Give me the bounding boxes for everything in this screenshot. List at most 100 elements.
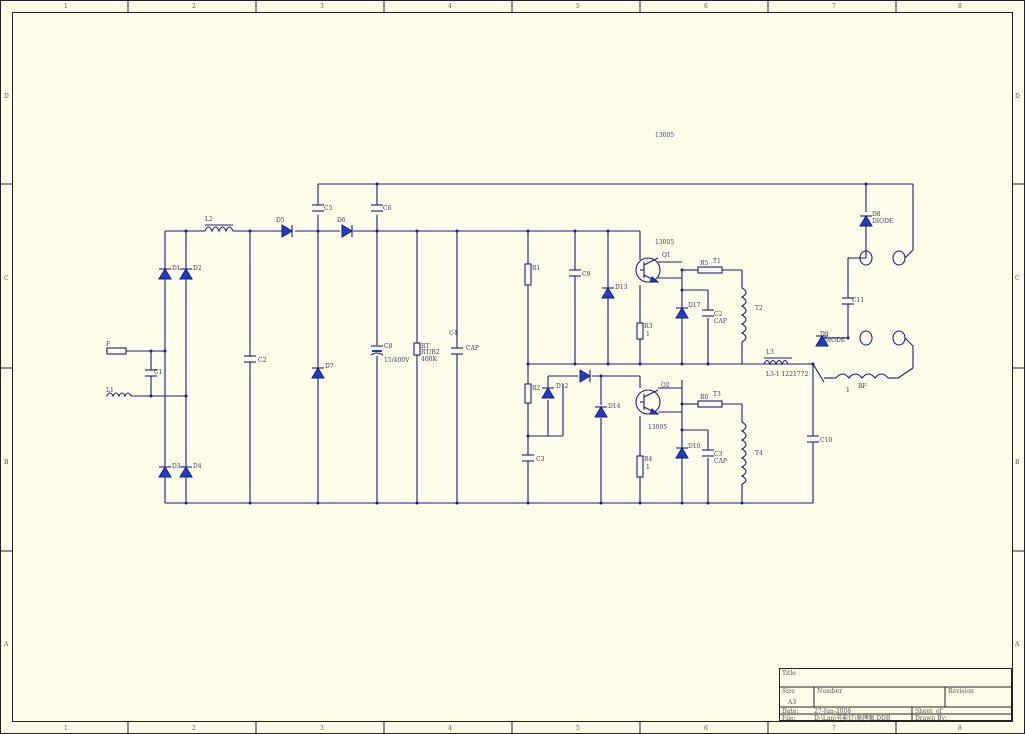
label-d2: D2 bbox=[193, 265, 202, 272]
col-label: 3 bbox=[320, 3, 324, 10]
diode-d2 bbox=[179, 268, 193, 280]
diode-d1 bbox=[158, 268, 172, 280]
label-d9: D9 bbox=[820, 331, 829, 338]
label-r2: R2 bbox=[532, 385, 541, 392]
resistor-r3 bbox=[636, 322, 644, 340]
row-label: B bbox=[4, 459, 9, 466]
label-r3: R3 bbox=[644, 323, 653, 330]
label-c2-small: C2 bbox=[714, 311, 723, 318]
diode-d6 bbox=[341, 224, 353, 238]
resistor-r2 bbox=[524, 383, 532, 404]
row-label: D bbox=[4, 93, 9, 100]
col-label: 6 bbox=[704, 3, 708, 10]
diode-d10 bbox=[675, 447, 689, 459]
label-d10: D10 bbox=[688, 443, 701, 450]
top-note: 13005 bbox=[655, 132, 674, 139]
inductor-rf bbox=[835, 373, 889, 379]
label-r1: R1 bbox=[532, 265, 540, 272]
fuse bbox=[106, 347, 127, 355]
label-c8-value: 15/400V bbox=[384, 357, 410, 364]
label-t4: T4 bbox=[755, 450, 763, 457]
label-r4-value: 1 bbox=[646, 464, 650, 471]
label-l1: L1 bbox=[106, 387, 114, 394]
diode-d4 bbox=[179, 466, 193, 478]
label-rf: RF bbox=[858, 383, 867, 390]
label-q2-type: 13005 bbox=[648, 424, 667, 431]
file-value: D:\Lan\节能灯\原理图.DDB bbox=[814, 714, 891, 722]
col-label: 1 bbox=[64, 725, 68, 732]
inductor-l3 bbox=[763, 359, 789, 366]
label-l2: L2 bbox=[205, 216, 213, 223]
row-label: A bbox=[1014, 641, 1020, 648]
label-c3-small: C3 bbox=[714, 451, 723, 458]
label-l3-value: L3-1 1221772 bbox=[766, 371, 808, 378]
row-labels: D C B A D C B A bbox=[3, 93, 1020, 648]
size-value: A3 bbox=[787, 699, 796, 706]
label-c3-small-value: CAP bbox=[714, 458, 727, 465]
label-c2-small-value: CAP bbox=[714, 318, 727, 325]
inductor-l2 bbox=[204, 226, 234, 233]
resistor-r4 bbox=[636, 455, 644, 478]
label-c8: C8 bbox=[384, 343, 393, 350]
label-q1: Q1 bbox=[662, 252, 671, 259]
junction-dots bbox=[149, 182, 868, 505]
sheet-value: of bbox=[936, 708, 943, 715]
col-label: 1 bbox=[64, 3, 68, 10]
col-label: 4 bbox=[448, 725, 452, 732]
label-c10: C10 bbox=[820, 437, 832, 444]
resistor-r1 bbox=[524, 263, 532, 286]
label-c4-value: CAP bbox=[466, 345, 479, 352]
diode-d13 bbox=[601, 287, 615, 299]
resistor-r6 bbox=[697, 400, 723, 408]
col-label: 7 bbox=[832, 725, 836, 732]
label-c6: C6 bbox=[383, 205, 392, 212]
diode-d8 bbox=[859, 215, 873, 227]
label-d7: D7 bbox=[325, 363, 334, 370]
file-label: File: bbox=[782, 715, 796, 722]
label-t3: T3 bbox=[713, 391, 721, 398]
label-d8: D8 bbox=[872, 211, 881, 218]
label-q2: Q2 bbox=[661, 382, 670, 389]
label-c1: C1 bbox=[154, 369, 162, 376]
drawn-by-label: Drawn By: bbox=[915, 715, 947, 722]
title-label: Title bbox=[782, 670, 796, 677]
resistor-r5 bbox=[697, 266, 723, 274]
transformer-winding-t2 bbox=[740, 287, 747, 343]
label-f: F bbox=[106, 341, 110, 348]
row-label: C bbox=[4, 275, 9, 282]
col-label: 3 bbox=[320, 725, 324, 732]
row-label: A bbox=[3, 641, 9, 648]
transistor-q2 bbox=[635, 389, 661, 415]
col-label: 8 bbox=[958, 725, 962, 732]
wires bbox=[106, 183, 914, 504]
label-rt: RT bbox=[421, 343, 429, 350]
diode-d3 bbox=[158, 466, 172, 478]
label-t1: T1 bbox=[713, 258, 721, 265]
transformer-winding-t4 bbox=[740, 421, 747, 485]
label-c11: C11 bbox=[852, 297, 864, 304]
label-c3: C3 bbox=[536, 456, 545, 463]
revision-label: Revision bbox=[948, 688, 974, 695]
col-label: 7 bbox=[832, 3, 836, 10]
col-label: 2 bbox=[192, 725, 196, 732]
label-c4: C4 bbox=[449, 330, 458, 337]
row-label: C bbox=[1015, 275, 1020, 282]
label-r5: R5 bbox=[700, 260, 709, 267]
label-d8-value: DIODE bbox=[872, 218, 893, 225]
inner-frame bbox=[12, 12, 1013, 722]
label-d13: D13 bbox=[615, 284, 628, 291]
label-d1: D1 bbox=[172, 265, 181, 272]
diode-d7 bbox=[311, 367, 325, 379]
label-r6: R6 bbox=[700, 394, 709, 401]
label-d14: D14 bbox=[608, 403, 621, 410]
label-rf-value: 1 bbox=[846, 387, 850, 394]
number-label: Number bbox=[817, 688, 842, 695]
label-d3: D3 bbox=[172, 463, 181, 470]
diode-d17 bbox=[675, 307, 689, 319]
label-r4: R4 bbox=[644, 456, 653, 463]
row-label: B bbox=[1015, 459, 1020, 466]
label-c5: C5 bbox=[324, 205, 333, 212]
label-d17: D17 bbox=[688, 302, 701, 309]
